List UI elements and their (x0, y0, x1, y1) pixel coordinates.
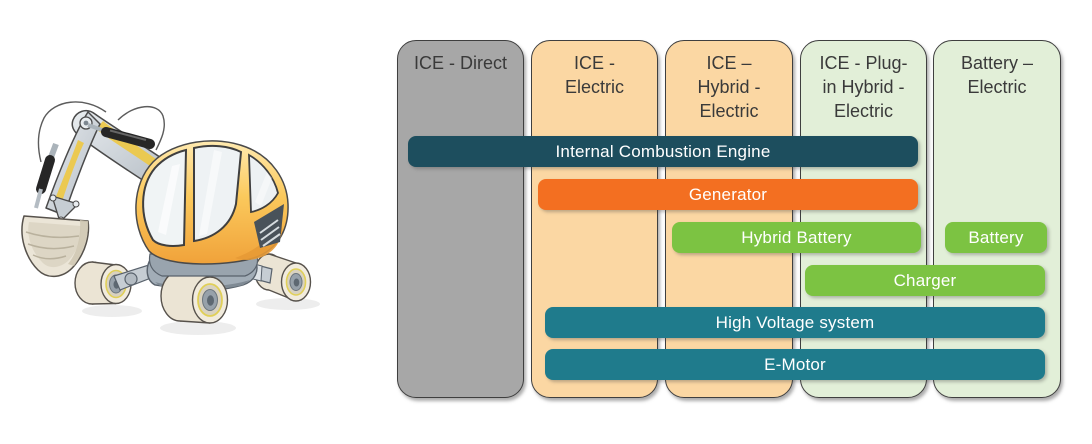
excavator-illustration (21, 101, 320, 335)
bar-internal-combustion-engine: Internal Combustion Engine (408, 136, 918, 167)
column-ice-hybrid-electric: ICE – Hybrid - Electric (665, 40, 793, 398)
column-ice-direct: ICE - Direct (397, 40, 524, 398)
bar-battery: Battery (945, 222, 1047, 253)
column-label-battery-electric: Battery – Electric (960, 53, 1034, 98)
excavator-arm (34, 101, 171, 224)
column-label-ice-hybrid-electric: ICE – Hybrid - Electric (697, 53, 761, 122)
bar-charger: Charger (805, 265, 1045, 296)
bar-generator: Generator (538, 179, 918, 210)
excavator-front-wheel (160, 270, 229, 324)
column-ice-plugin-hybrid-electric: ICE - Plug- in Hybrid - Electric (800, 40, 927, 398)
bar-high-voltage-system: High Voltage system (545, 307, 1045, 338)
bar-hybrid-battery: Hybrid Battery (672, 222, 921, 253)
bar-e-motor: E-Motor (545, 349, 1045, 380)
excavator-cab (135, 140, 289, 277)
column-label-ice-direct: ICE - Direct (413, 53, 507, 73)
column-label-ice-plugin-hybrid-electric: ICE - Plug- in Hybrid - Electric (819, 53, 908, 122)
excavator-bucket (21, 215, 90, 278)
column-ice-electric: ICE - Electric (531, 40, 658, 398)
column-battery-electric: Battery – Electric (933, 40, 1061, 398)
column-label-ice-electric: ICE - Electric (564, 53, 624, 98)
ground-shadow (82, 298, 320, 335)
